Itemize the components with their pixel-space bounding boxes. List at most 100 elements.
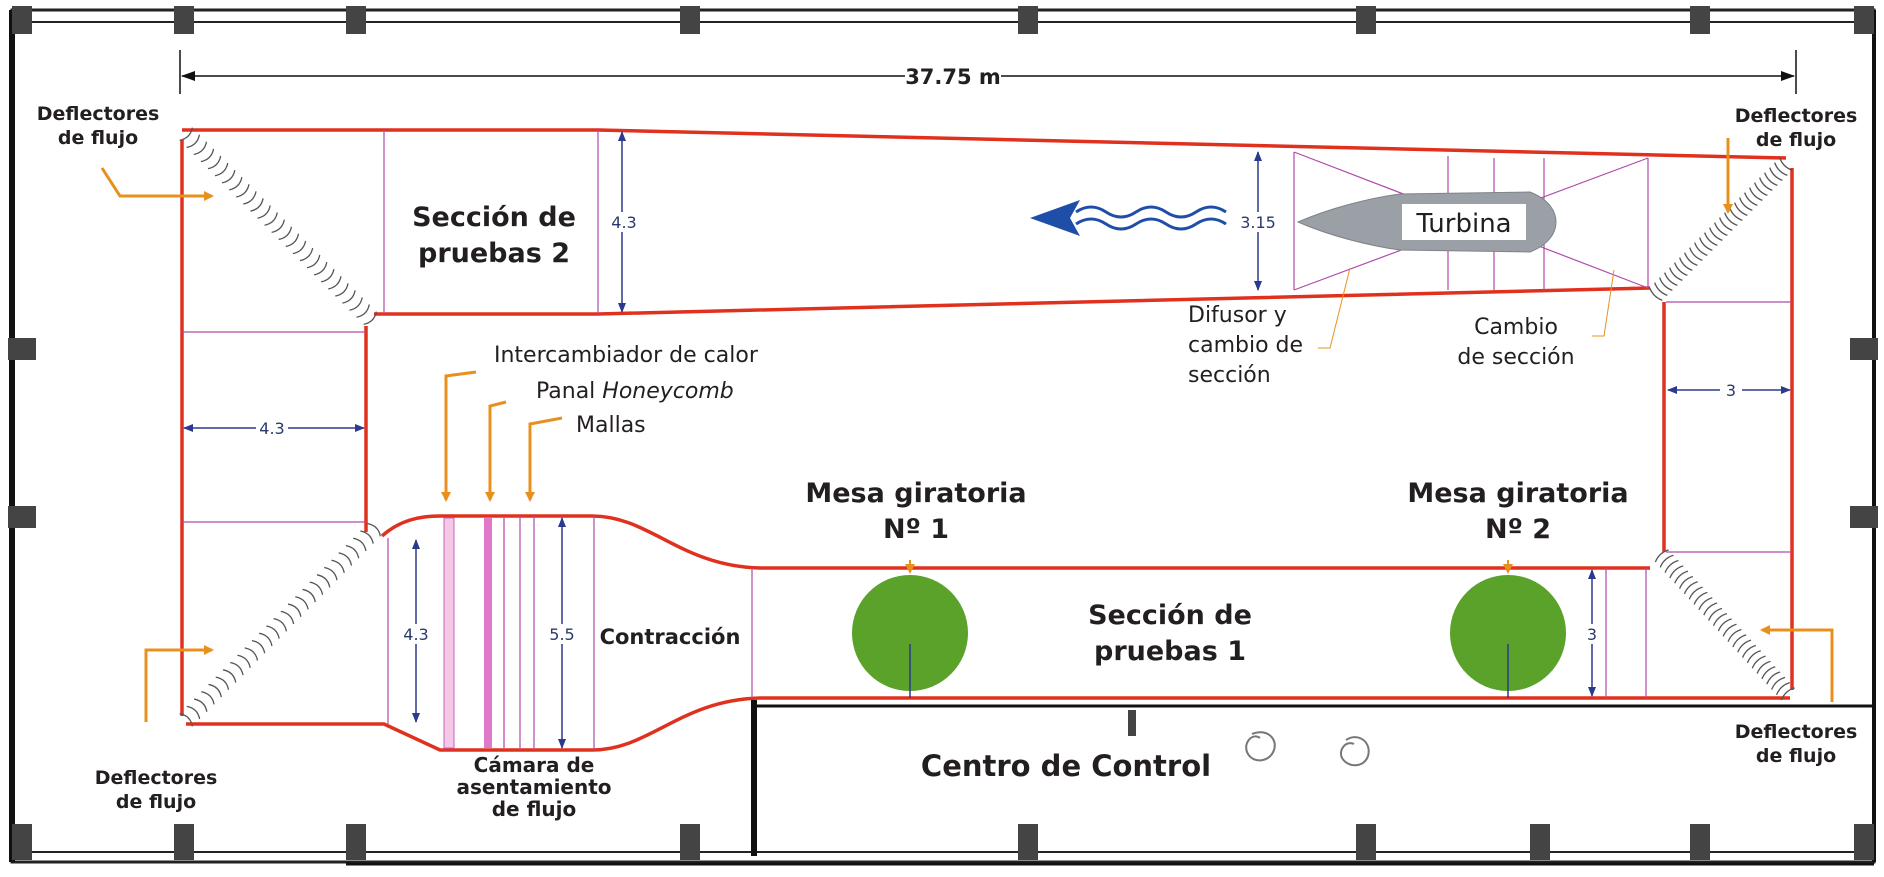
corner-vane	[243, 191, 257, 205]
corner-vane	[1749, 187, 1763, 201]
corner-vane	[1704, 232, 1718, 246]
corner-vane	[236, 184, 250, 198]
corner-vane	[237, 654, 251, 669]
corner-vane	[1714, 222, 1728, 236]
corner-vane	[331, 559, 345, 574]
corner-vane	[324, 566, 338, 581]
corner-vane	[221, 169, 236, 184]
deflectors-br-line-2: de flujo	[1756, 745, 1836, 767]
turbine: Turbina	[1296, 191, 1557, 253]
flow-direction-icon	[1030, 200, 1227, 236]
dim-left-return: 4.3	[259, 419, 284, 438]
corner-vane	[285, 233, 300, 248]
corner-vane	[1678, 575, 1694, 589]
corner-vane	[1761, 666, 1776, 680]
deflectors-tr-line-2: de flujo	[1756, 129, 1836, 151]
diffuser-line-3: sección	[1188, 363, 1271, 388]
corner-vane	[1709, 227, 1723, 241]
corner-vane	[309, 581, 324, 595]
corner-vane	[186, 134, 201, 149]
corner-vane	[321, 269, 335, 283]
corner-vane	[299, 247, 314, 262]
overall-length-label: 37.75 m	[905, 65, 1001, 89]
corner-vane	[1659, 277, 1673, 291]
turntable-2-line-2: Nº 2	[1485, 514, 1551, 545]
turntables	[852, 560, 1566, 698]
callout-labels: Intercambiador de calor Panal Honeycomb …	[37, 103, 1858, 821]
corner-vanes	[179, 127, 1795, 727]
dim-settling-2: 5.5	[549, 625, 574, 644]
corner-vane	[349, 297, 363, 311]
turntable-2	[1450, 575, 1566, 691]
corner-vane	[292, 240, 307, 255]
control-center-label: Centro de Control	[921, 749, 1211, 783]
corner-vane	[328, 276, 342, 290]
corner-vane	[1751, 655, 1766, 669]
corner-vane	[257, 205, 271, 219]
corner-vane	[1659, 554, 1674, 568]
heat-exchanger-label: Intercambiador de calor	[494, 343, 759, 368]
corner-vane	[1699, 237, 1713, 251]
corner-vane	[306, 254, 321, 269]
corner-vane	[1724, 212, 1738, 226]
deflectors-tl-line-1: Deflectores	[37, 103, 160, 125]
corner-vane	[264, 212, 278, 226]
corner-vane	[1769, 167, 1783, 181]
corner-vane	[1669, 267, 1683, 281]
corner-vane	[230, 661, 244, 676]
corner-vane	[266, 625, 280, 639]
corner-vane	[215, 676, 230, 690]
corner-vane	[1664, 559, 1679, 573]
dim-test2-height: 4.3	[611, 213, 636, 232]
corner-vane	[193, 141, 208, 156]
corner-vane	[1756, 660, 1771, 674]
corner-vane	[1729, 207, 1743, 221]
corner-vane	[1746, 650, 1761, 664]
corner-vane	[1674, 570, 1689, 584]
corner-vane	[1664, 272, 1678, 286]
diffuser-line-2: cambio de	[1188, 333, 1303, 358]
corner-vane	[1684, 252, 1698, 266]
corner-vane	[1754, 182, 1768, 196]
corner-vane	[1771, 676, 1786, 690]
corner-vane	[251, 639, 266, 654]
corner-vane	[208, 683, 222, 698]
control-center	[346, 700, 1874, 866]
dimension-labels: 4.3 3.15 4.3 3 4.3 5.5 3	[256, 212, 1742, 644]
dim-turbine-height: 3.15	[1240, 213, 1276, 232]
corner-vane	[1779, 157, 1793, 171]
turntable-1	[852, 575, 968, 691]
turbine-label: Turbina	[1415, 209, 1511, 239]
dim-settling-1: 4.3	[403, 625, 428, 644]
dim-right-return: 3	[1726, 381, 1736, 400]
corner-vane	[1739, 197, 1753, 211]
corner-vane	[1741, 644, 1757, 658]
corner-vane	[214, 162, 229, 177]
corner-vane	[1693, 591, 1708, 605]
fan-icon	[1245, 731, 1370, 767]
corner-vane	[1759, 177, 1773, 191]
corner-vane	[335, 283, 349, 297]
corner-vane	[207, 155, 222, 170]
corner-vane	[356, 304, 370, 318]
flow-conditioning	[443, 517, 505, 749]
corner-vane	[1708, 607, 1723, 621]
leader-lines	[1318, 267, 1615, 349]
corner-vane	[1764, 172, 1778, 186]
deflectors-tl-line-2: de flujo	[58, 127, 138, 149]
honeycomb-label: Panal Honeycomb	[536, 379, 734, 404]
corner-vane	[1744, 192, 1758, 206]
corner-vane	[1712, 613, 1727, 627]
test-section-1-line-1: Sección de	[1088, 600, 1252, 631]
corner-vane	[338, 552, 353, 566]
corner-vane	[1732, 634, 1747, 648]
corner-vane	[271, 219, 286, 234]
corner-vane	[295, 596, 309, 610]
test-section-2-line-2: pruebas 2	[418, 238, 570, 269]
corner-vane	[1679, 257, 1693, 271]
corner-vane	[179, 713, 194, 727]
corner-vane	[278, 226, 293, 241]
screens-label: Mallas	[576, 413, 646, 438]
corner-vane	[273, 618, 288, 632]
